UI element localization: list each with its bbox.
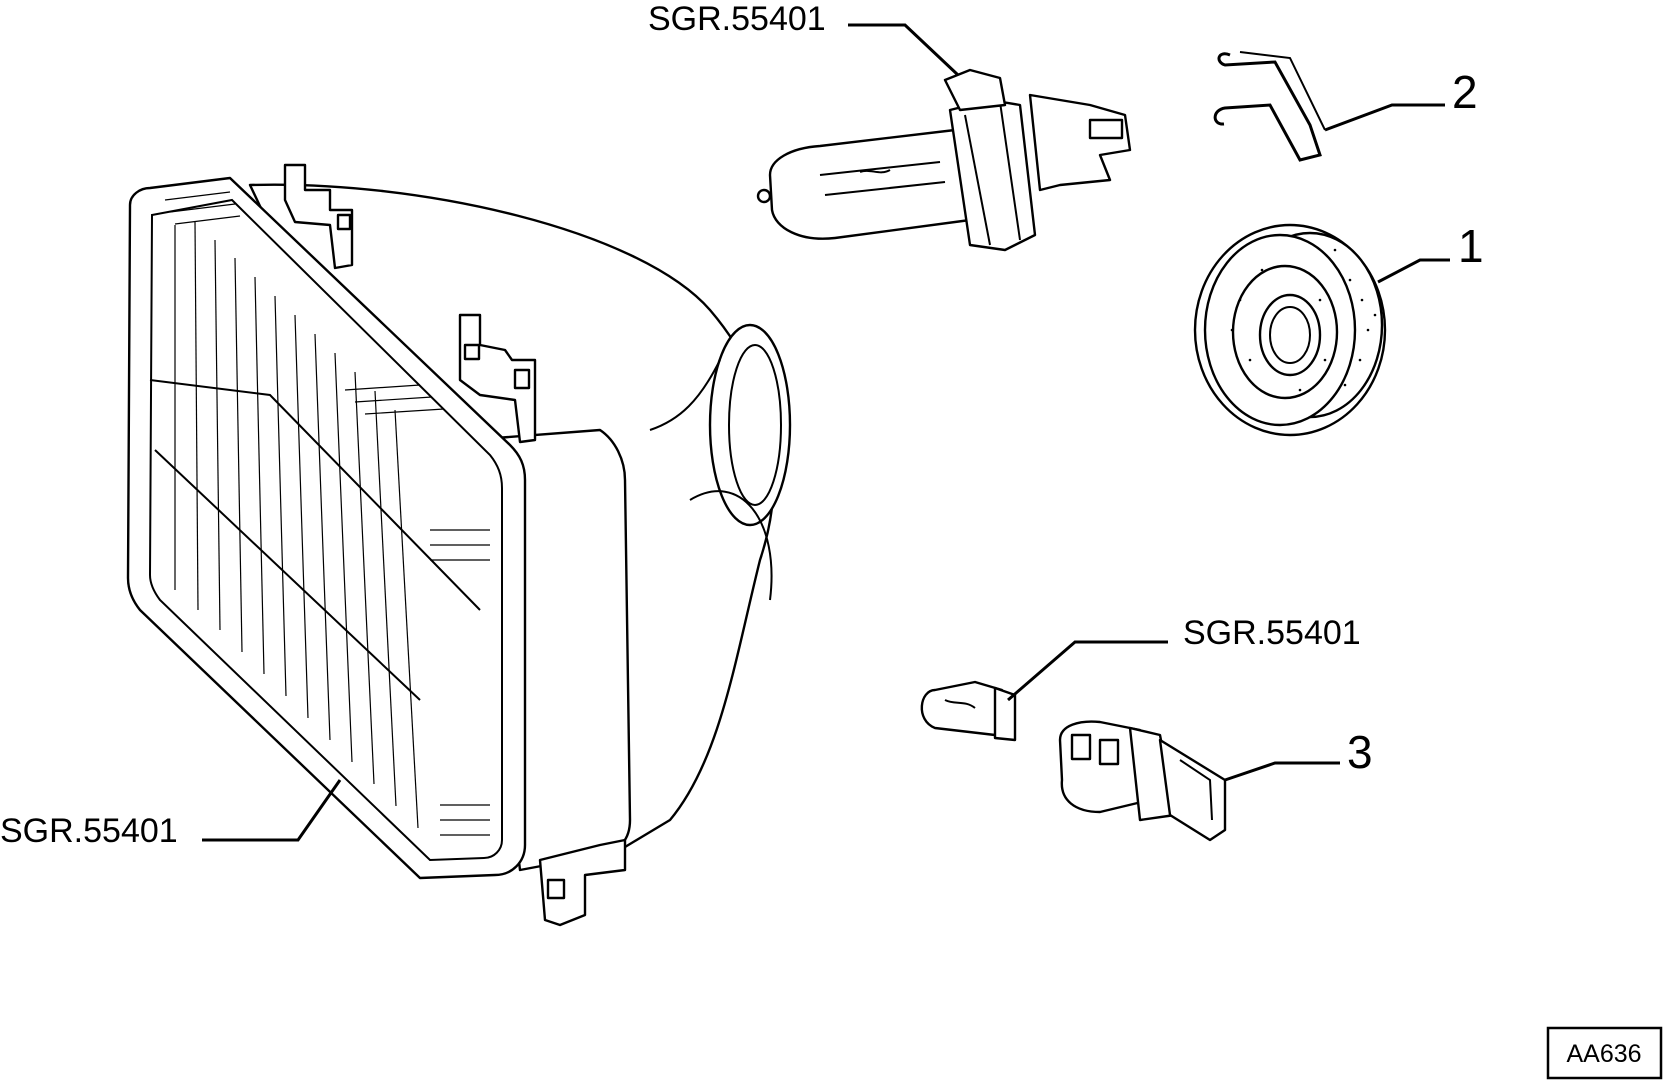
small-bulb-code-label: SGR.55401 xyxy=(1183,614,1361,652)
headlamp-assembly xyxy=(126,163,792,927)
grommet-texture xyxy=(1230,248,1377,392)
part-3-number: 3 xyxy=(1347,726,1373,778)
frame-hatching xyxy=(164,191,490,836)
leader-lines xyxy=(202,23,1450,842)
spring-clip xyxy=(1213,51,1326,162)
part-1-number: 1 xyxy=(1458,220,1484,272)
bulb-top-code-label: SGR.55401 xyxy=(648,0,826,38)
rubber-grommet xyxy=(1193,223,1387,437)
drawing-code-box: AA636 xyxy=(1546,1026,1663,1080)
headlamp-code-label: SGR.55401 xyxy=(0,812,178,850)
drawing-code-label: AA636 xyxy=(1566,1040,1641,1068)
bulb-holder xyxy=(1058,720,1227,842)
lens-ribs xyxy=(174,221,419,829)
part-2-number: 2 xyxy=(1452,66,1478,118)
main-bulb xyxy=(756,68,1132,252)
small-bulb xyxy=(920,680,1017,742)
